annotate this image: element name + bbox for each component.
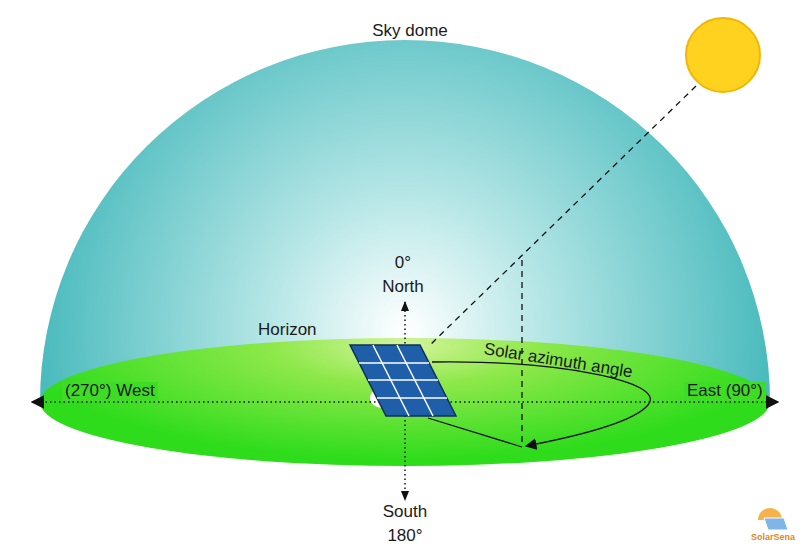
azimuth-ground-line (428, 418, 522, 447)
north-label: North (382, 278, 424, 297)
sun (686, 18, 760, 92)
sun-ray (430, 86, 696, 345)
watermark-icon (758, 508, 788, 530)
dome-label: Sky dome (372, 22, 448, 41)
west-label: (270°) West (62, 382, 158, 401)
north-degree: 0° (395, 254, 411, 273)
south-degree: 180° (387, 527, 422, 546)
east-label: East (90°) (684, 382, 766, 401)
watermark: SolarSena (751, 533, 795, 543)
south-label: South (383, 503, 427, 522)
solar-panel (350, 345, 456, 416)
horizon-label: Horizon (258, 321, 317, 340)
